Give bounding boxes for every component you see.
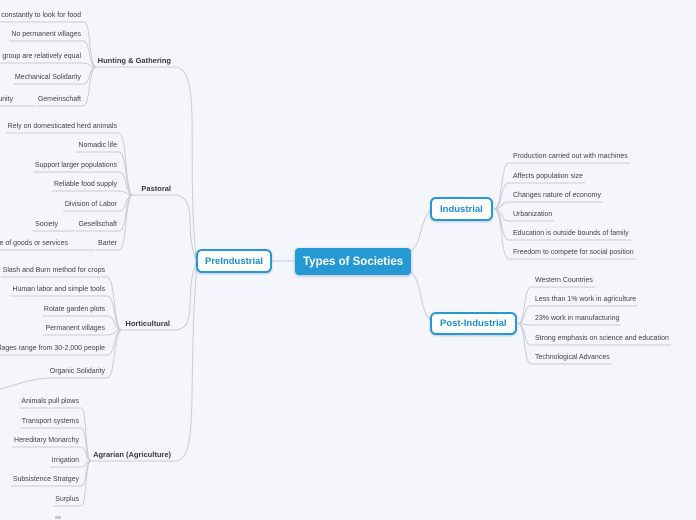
branch-label-agrarian-agriculture[interactable]: Agrarian (Agriculture)	[93, 450, 171, 459]
mindmap-leaf[interactable]: Subsistence Stratgey	[12, 476, 79, 483]
mindmap-leaf[interactable]: Freedom to compete for social position	[513, 249, 634, 256]
mindmap-child-leaf[interactable]: unity	[0, 96, 13, 103]
node-preindustrial[interactable]: PreIndustrial	[196, 249, 273, 273]
mindmap-leaf[interactable]: Urbanization	[513, 211, 553, 218]
mindmap-leaf[interactable]: Technological Advances	[535, 354, 610, 361]
mindmap-leaf[interactable]: Gemeinschaft	[37, 96, 81, 103]
mindmap-leaf[interactable]: Support larger populations	[34, 162, 117, 169]
scrollbar-thumb[interactable]	[55, 516, 61, 519]
mindmap-child-leaf[interactable]: ange of goods or services	[0, 240, 68, 247]
mindmap-leaf[interactable]: No permanent villages	[11, 31, 81, 38]
mindmap-child-leaf[interactable]: Society	[35, 221, 58, 228]
mindmap-leaf[interactable]: the group are relatively equal	[0, 53, 81, 60]
node-post-industrial[interactable]: Post-Industrial	[430, 312, 517, 335]
mindmap-leaf[interactable]: Organic Solidarity	[49, 368, 105, 375]
mindmap-leaf[interactable]: Transport systems	[21, 418, 79, 425]
mindmap-leaf[interactable]: Western Countries	[535, 277, 593, 284]
mindmap-leaf[interactable]: Rotate garden plots	[43, 306, 105, 313]
mindmap-leaf[interactable]: Barter	[97, 240, 117, 247]
mindmap-leaf[interactable]: Permanent villages	[45, 325, 105, 332]
mindmap-leaf[interactable]: Gesellschaft	[78, 221, 117, 228]
mindmap-leaf[interactable]: Rely on domesticated herd animals	[7, 123, 117, 130]
branch-label-pastoral[interactable]: Pastoral	[141, 184, 171, 193]
node-industrial[interactable]: Industrial	[430, 197, 493, 221]
mindmap-leaf[interactable]: Slash and Burn method for crops	[2, 267, 105, 274]
mindmap-leaf[interactable]: 23% work in manufacturing	[535, 315, 620, 322]
mindmap-leaf[interactable]: Irrigation	[51, 457, 79, 464]
mindmap-leaf[interactable]: nd constantly to look for food	[0, 12, 81, 19]
mindmap-leaf[interactable]: Reliable food supply	[53, 181, 117, 188]
mindmap-leaf[interactable]: Education is outside bounds of family	[513, 230, 629, 237]
mindmap-leaf[interactable]: Strong emphasis on science and education	[535, 335, 669, 342]
branch-label-horticultural[interactable]: Horticultural	[125, 319, 170, 328]
mindmap-leaf[interactable]: Hereditary Monarchy	[14, 437, 79, 444]
mindmap-leaf[interactable]: Production carried out with machines	[513, 153, 628, 160]
root-node-types-of-societies[interactable]: Types of Societies	[295, 248, 412, 275]
mindmap-leaf[interactable]: Mechanical Solidarity	[14, 74, 81, 81]
mindmap-leaf[interactable]: Animals pull plows	[21, 398, 79, 405]
mindmap-leaf[interactable]: Surplus	[55, 496, 79, 503]
branch-label-hunting-gathering[interactable]: Hunting & Gathering	[97, 56, 171, 65]
mindmap-leaf[interactable]: Changes nature of economy	[513, 192, 601, 199]
mindmap-leaf[interactable]: Affects population size	[513, 173, 583, 180]
mindmap-leaf[interactable]: Nomadic life	[78, 142, 117, 149]
mindmap-leaf[interactable]: Human labor and simple tools	[12, 286, 105, 293]
mindmap-leaf[interactable]: Villages range from 30-2,000 people	[0, 345, 105, 352]
mindmap-leaf[interactable]: Less than 1% work in agriculture	[535, 296, 637, 303]
mindmap-leaf[interactable]: Division of Labor	[64, 201, 117, 208]
